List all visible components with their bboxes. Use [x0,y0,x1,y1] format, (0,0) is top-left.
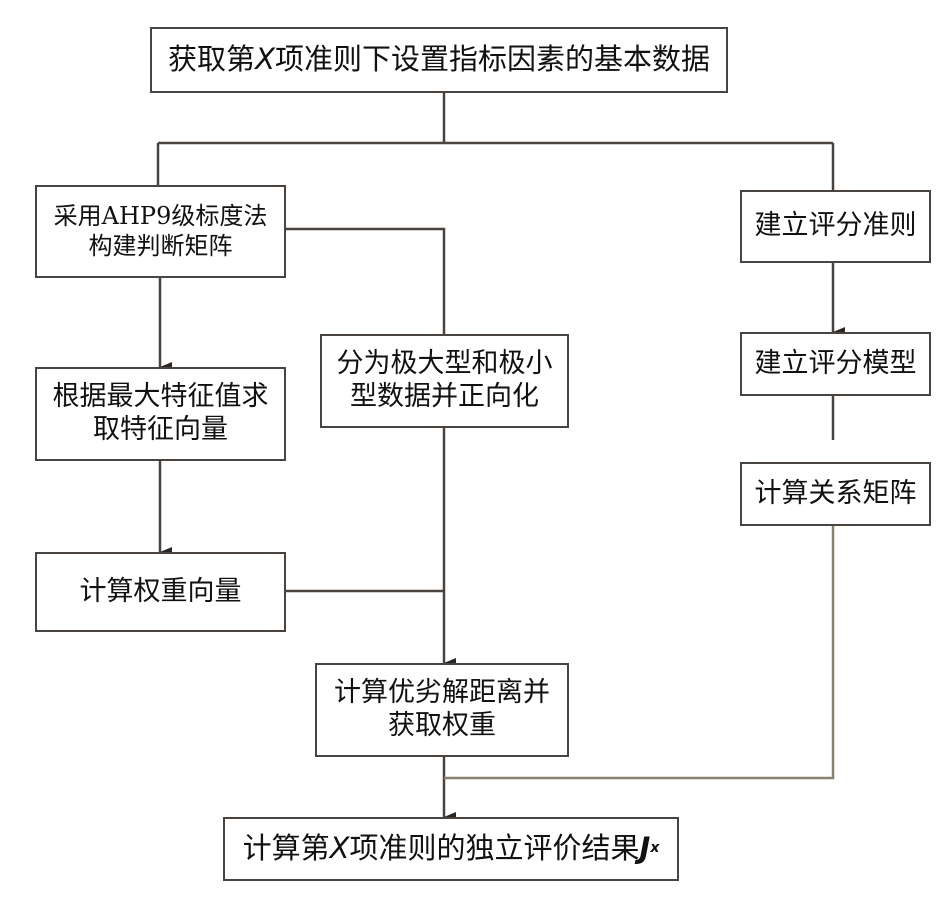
node-score-model: 建立评分模型 [740,332,931,396]
node-top-suffix: 项准则下设置指标因素的基本数据 [274,42,710,77]
node-result-subscript: x [650,840,660,857]
node-score-criteria-label: 建立评分准则 [754,210,917,242]
node-result-symbol: J [639,831,651,866]
edge-relation-to-result [444,525,835,780]
node-top-prefix: 获取第 [168,42,256,77]
node-result-middle: 项准则的独立评价结果 [349,831,640,866]
node-eigen-label: 根据最大特征值求 取特征向量 [52,381,269,445]
node-weight-vector-label: 计算权重向量 [79,575,242,607]
node-relation-matrix: 计算关系矩阵 [740,462,931,526]
node-result-var: X [329,831,350,866]
node-normalize-label: 分为极大型和极小 型数据并正向化 [336,348,553,412]
node-result-prefix: 计算第 [242,831,330,866]
node-ahp-label: 采用AHP9级标度法 构建判断矩阵 [53,202,268,260]
node-topsis-label: 计算优劣解距离并 获取权重 [334,677,550,741]
edge-ahp-to-normalize [285,227,446,334]
node-relation-matrix-label: 计算关系矩阵 [754,477,917,509]
node-ahp: 采用AHP9级标度法 构建判断矩阵 [35,185,286,278]
node-weight-vector: 计算权重向量 [35,552,286,632]
node-score-criteria: 建立评分准则 [740,190,931,263]
node-eigen: 根据最大特征值求 取特征向量 [35,367,286,461]
node-top-var: X [255,42,275,77]
node-normalize: 分为极大型和极小 型数据并正向化 [320,334,569,428]
node-score-model-label: 建立评分模型 [754,347,917,379]
node-topsis: 计算优劣解距离并 获取权重 [315,663,569,757]
